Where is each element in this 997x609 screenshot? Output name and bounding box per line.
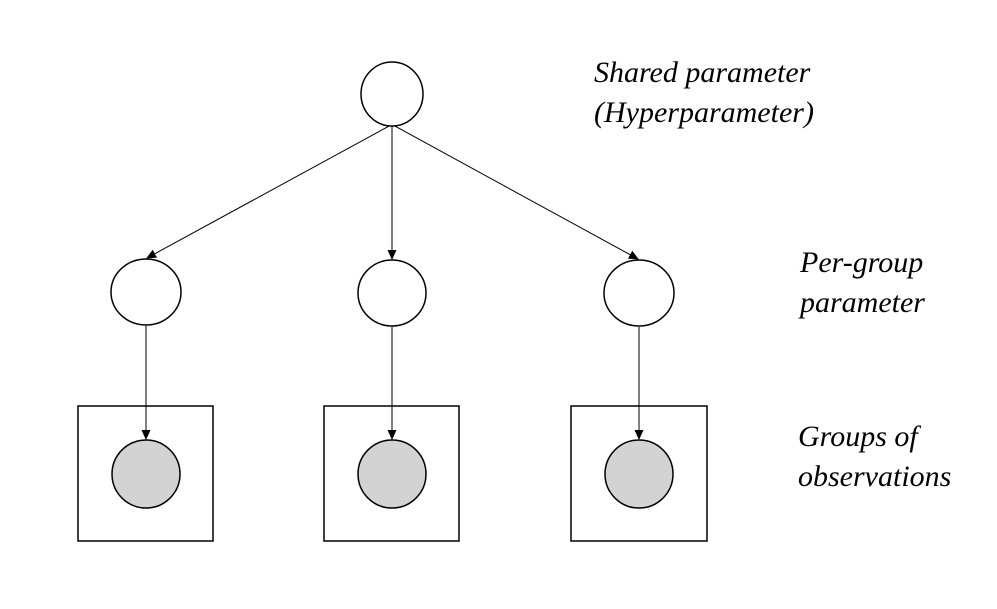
shared-parameter-label: Shared parameter (Hyperparameter): [594, 53, 814, 133]
per-group-parameter-label-line-1: Per-group: [800, 246, 924, 279]
groups-of-observations-label-line-2: observations: [798, 460, 952, 493]
observation-node-3: [604, 439, 674, 509]
observation-node-1: [111, 439, 181, 509]
hyperparameter-node: [360, 61, 424, 127]
per-group-parameter-label: Per-group parameter: [800, 243, 925, 323]
per-group-parameter-label-line-2: parameter: [800, 286, 925, 319]
per-group-node-3: [603, 259, 675, 327]
shared-parameter-label-line-2: (Hyperparameter): [594, 96, 814, 129]
edge-hyperparameter-to-group-3: [392, 124, 639, 260]
shared-parameter-label-line-1: Shared parameter: [594, 56, 811, 89]
edge-hyperparameter-to-group-1: [146, 124, 392, 259]
groups-of-observations-label-line-1: Groups of: [798, 420, 918, 453]
observation-node-2: [357, 439, 427, 509]
per-group-node-1: [110, 258, 182, 326]
groups-of-observations-label: Groups of observations: [798, 417, 951, 497]
per-group-node-2: [357, 259, 427, 327]
